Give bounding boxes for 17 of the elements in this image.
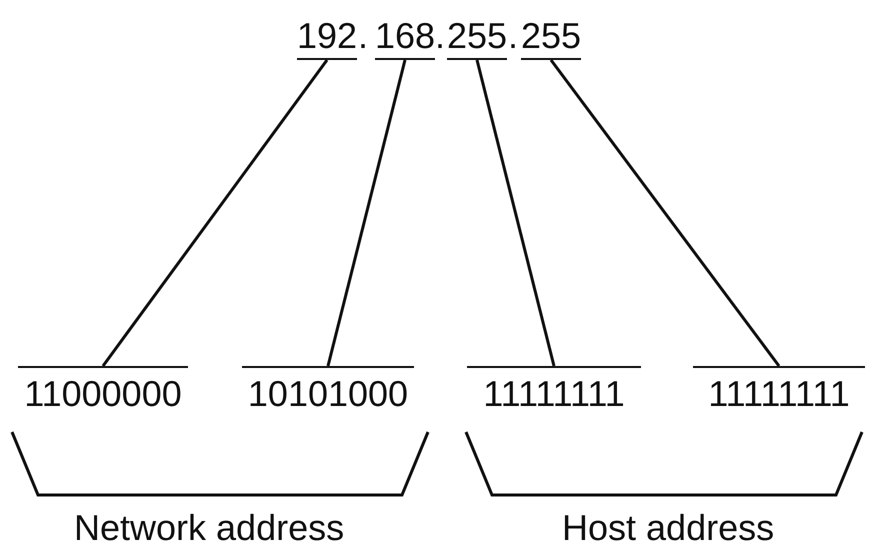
group-label: Host address bbox=[562, 508, 774, 548]
group-label: Network address bbox=[74, 508, 344, 548]
binary-octet: 11111111 bbox=[693, 366, 865, 418]
connector-line bbox=[550, 59, 780, 367]
dot-separator: . bbox=[435, 16, 446, 56]
octet-value: 192 bbox=[297, 16, 357, 60]
octet-value: 255 bbox=[447, 16, 507, 60]
dot-separator: . bbox=[358, 16, 368, 56]
octet-value: 255 bbox=[521, 16, 581, 60]
octet-value: 168 bbox=[375, 16, 435, 60]
connector-line bbox=[102, 59, 328, 367]
binary-octet: 10101000 bbox=[242, 366, 414, 418]
connector-line bbox=[326, 60, 406, 366]
dot-separator: . bbox=[508, 16, 518, 56]
binary-octet: 11000000 bbox=[18, 366, 188, 418]
connector-line bbox=[476, 60, 556, 366]
binary-octet: 11111111 bbox=[467, 366, 641, 418]
